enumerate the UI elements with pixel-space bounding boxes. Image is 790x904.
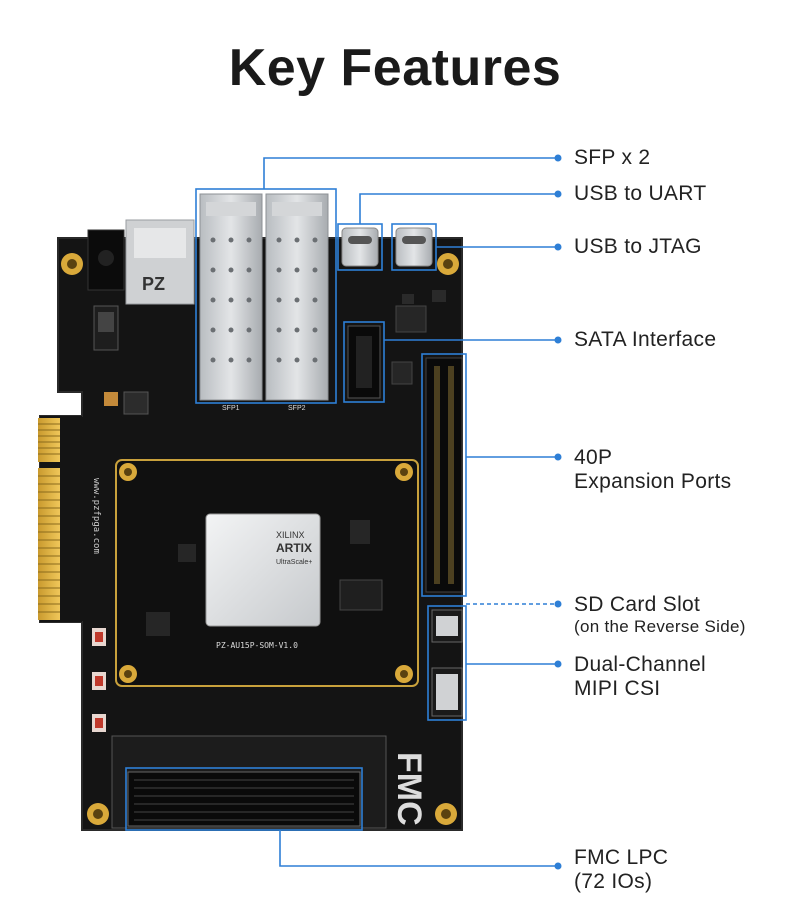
usb-uart-connector xyxy=(341,227,379,267)
usb-jtag-connector xyxy=(395,227,433,267)
page-title: Key Features xyxy=(228,39,562,97)
svg-text:XILINX: XILINX xyxy=(276,530,305,540)
pcie-gold-fingers xyxy=(38,418,60,620)
svg-text:ARTIX: ARTIX xyxy=(276,541,312,555)
label-usb-jtag: USB to JTAG xyxy=(574,235,702,258)
ethernet-port: PZ xyxy=(125,219,195,305)
label-sata: SATA Interface xyxy=(574,328,717,351)
fmc-logo: FMC xyxy=(390,752,428,826)
pcb-url: www.pzfpga.com xyxy=(91,478,101,554)
power-switch xyxy=(93,305,119,351)
som-module: XILINX ARTIX UltraScale+ PZ-AU15P-SOM-V1… xyxy=(115,459,419,687)
callout-dots xyxy=(554,154,562,870)
svg-text:UltraScale+: UltraScale+ xyxy=(276,559,312,566)
sfp-cage-1: SFP1 xyxy=(199,193,263,412)
sfp1-silkscreen: SFP1 xyxy=(222,405,240,412)
label-sfp: SFP x 2 xyxy=(574,146,651,169)
label-mipi: Dual-Channel MIPI CSI xyxy=(574,653,707,700)
label-sd-card: SD Card Slot (on the Reverse Side) xyxy=(574,593,746,636)
fpga-chip xyxy=(205,513,321,627)
sata-connector xyxy=(347,325,381,399)
label-fmc: FMC LPC (72 IOs) xyxy=(574,846,669,893)
power-jack xyxy=(87,229,125,291)
ddr-memory xyxy=(339,579,383,611)
label-40p: 40P Expansion Ports xyxy=(574,446,732,493)
push-buttons xyxy=(92,628,106,732)
label-usb-uart: USB to UART xyxy=(574,182,707,205)
sfp2-silkscreen: SFP2 xyxy=(288,405,306,412)
sfp-cage-2: SFP2 xyxy=(265,193,329,412)
callout-lines xyxy=(263,157,556,867)
som-silkscreen: PZ-AU15P-SOM-V1.0 xyxy=(216,641,298,650)
expansion-header-40p xyxy=(425,357,463,593)
usb-bridge-chip xyxy=(395,305,427,333)
fmc-connector xyxy=(111,735,387,829)
svg-text:PZ: PZ xyxy=(142,274,165,294)
